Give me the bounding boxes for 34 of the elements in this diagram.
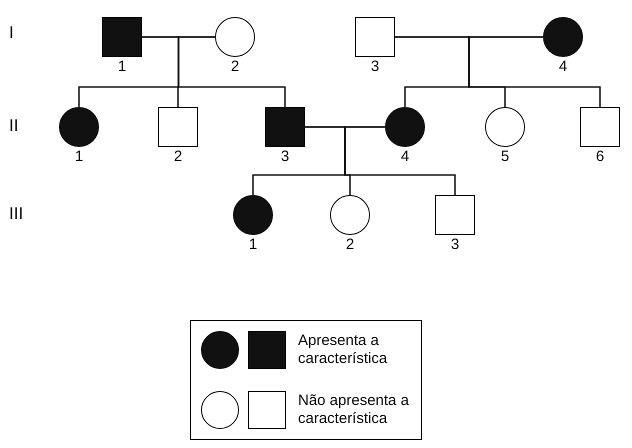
pedigree-line (178, 36, 286, 107)
individual-number: 6 (596, 149, 604, 164)
female-symbol (485, 107, 525, 147)
pedigree-line (344, 126, 456, 195)
male-symbol (355, 17, 395, 57)
generation-label: III (9, 205, 24, 222)
generation-label: II (9, 117, 18, 134)
individual-number: 3 (370, 59, 380, 74)
individual-number: 4 (400, 149, 410, 164)
individual-number: 2 (346, 237, 354, 252)
pedigree-line (468, 36, 601, 107)
female-symbol (543, 17, 583, 57)
male-symbol (265, 107, 305, 147)
female-symbol (233, 195, 273, 235)
individual-number: 2 (174, 149, 182, 164)
male-symbol (580, 107, 620, 147)
generation-label: I (9, 24, 14, 41)
individual-number: 3 (450, 237, 460, 252)
individual-number: 2 (230, 59, 240, 74)
individual-number: 5 (500, 149, 510, 164)
legend-text: Não apresenta a característica (298, 392, 410, 428)
male-symbol (435, 195, 475, 235)
male-symbol (158, 107, 198, 147)
female-symbol (215, 17, 255, 57)
female-symbol (385, 107, 425, 147)
individual-number: 3 (280, 149, 290, 164)
legend-text: Apresenta a característica (298, 332, 388, 368)
individual-number: 1 (74, 149, 84, 164)
male-symbol (102, 17, 142, 57)
female-symbol (59, 107, 99, 147)
female-symbol (330, 195, 370, 235)
individual-number: 1 (118, 59, 126, 74)
individual-number: 1 (248, 237, 258, 252)
individual-number: 4 (558, 59, 568, 74)
